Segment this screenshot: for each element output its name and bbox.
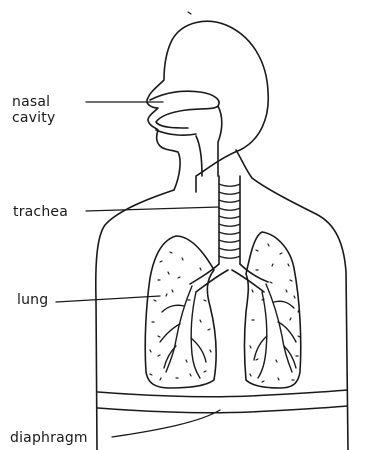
left-lung (145, 236, 216, 388)
lung-leader (56, 296, 160, 302)
trachea-leader (86, 207, 219, 211)
bronchial-tree-left (160, 286, 206, 378)
alveoli-left (150, 252, 211, 380)
diaphragm-label: diaphragm (10, 430, 88, 446)
trachea-rings (219, 184, 240, 258)
throat-front (196, 136, 202, 176)
nasal-cavity-label: nasal cavity (12, 94, 55, 126)
bronchial-tree-right (254, 284, 296, 378)
throat-back (218, 106, 222, 176)
lung-label: lung (17, 292, 48, 308)
trachea-label: trachea (13, 204, 68, 220)
nasal-cavity-label-line1: nasal (12, 94, 55, 110)
nasal-cavity-outline (150, 91, 219, 128)
head-outline (147, 21, 268, 192)
diaphragm-leader (112, 410, 220, 437)
diaphragm-line-top (98, 390, 347, 397)
mouth-inner (156, 130, 196, 135)
diaphragm-line-bottom (98, 406, 347, 413)
bronchus-right (232, 264, 268, 292)
right-lung (245, 232, 301, 388)
head-mark (188, 12, 191, 14)
nasal-cavity-label-line2: cavity (12, 110, 55, 126)
